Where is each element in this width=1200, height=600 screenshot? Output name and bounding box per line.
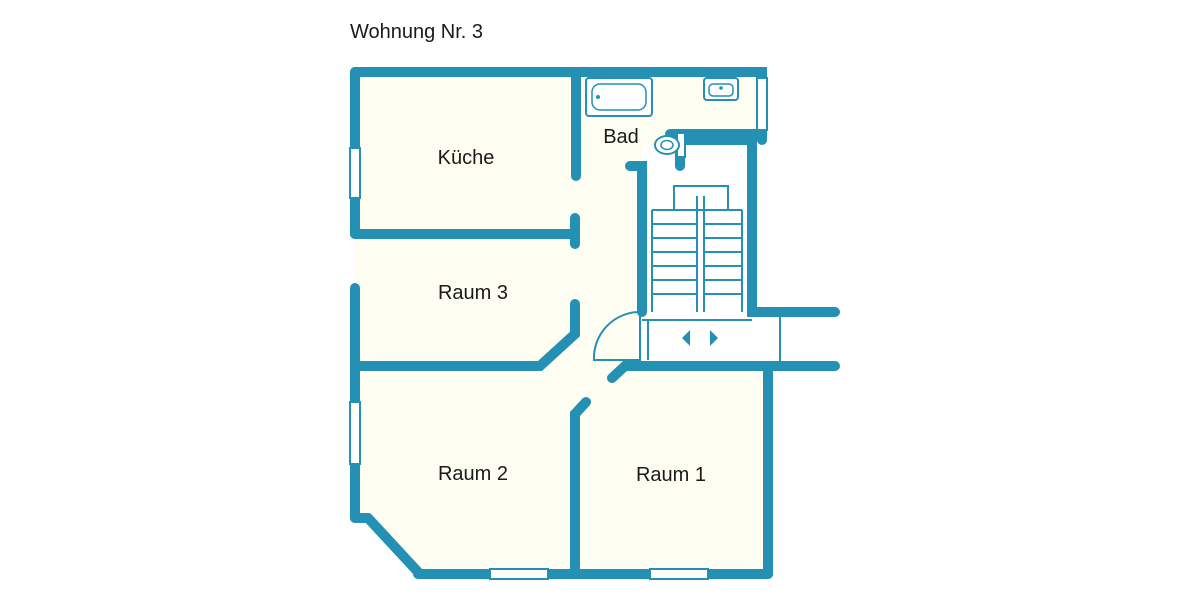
window-bottom-1 bbox=[489, 568, 549, 580]
landing bbox=[642, 316, 781, 362]
window-left-1 bbox=[349, 147, 361, 199]
plan-title: Wohnung Nr. 3 bbox=[350, 21, 483, 43]
door-swing-icon bbox=[592, 310, 641, 361]
room-label-room1: Raum 1 bbox=[636, 464, 706, 486]
bathtub-icon bbox=[585, 77, 653, 117]
landing-arrows-icon bbox=[682, 330, 718, 346]
windows bbox=[349, 77, 768, 580]
window-bottom-2 bbox=[649, 568, 709, 580]
window-left-2 bbox=[349, 401, 361, 465]
staircase-icon bbox=[651, 185, 743, 312]
room-label-room3: Raum 3 bbox=[438, 282, 508, 304]
room-label-room2: Raum 2 bbox=[438, 463, 508, 485]
room-label-kitchen: Küche bbox=[438, 147, 495, 169]
window-top-right bbox=[756, 77, 768, 131]
sink-icon bbox=[703, 77, 739, 101]
room-label-bathroom: Bad bbox=[603, 126, 639, 148]
toilet-icon bbox=[654, 132, 686, 158]
